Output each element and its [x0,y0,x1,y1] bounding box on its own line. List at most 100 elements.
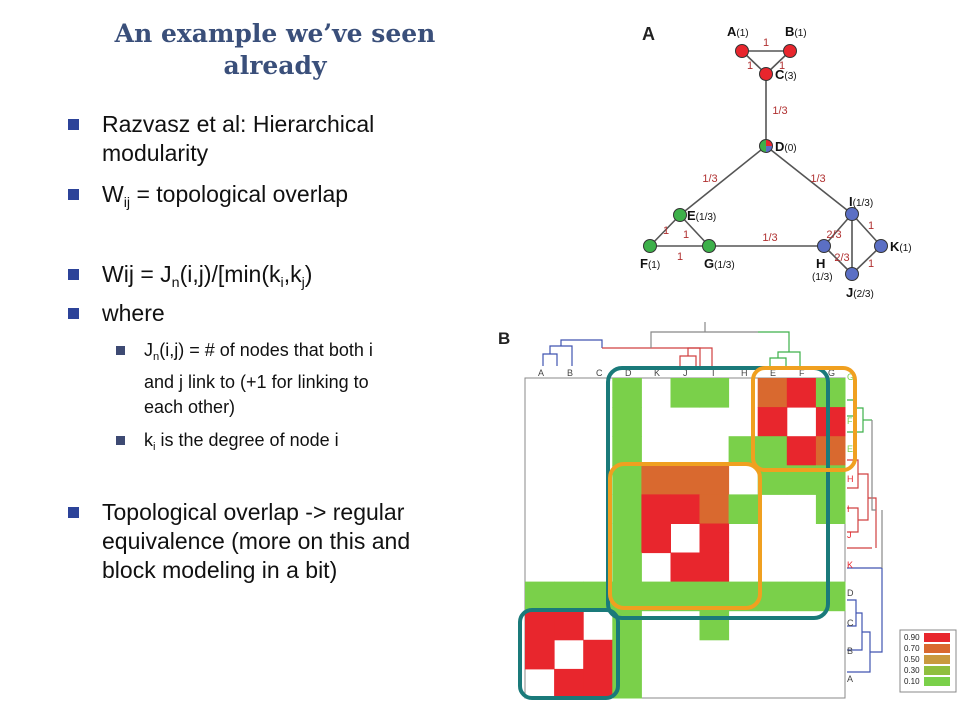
overlap-matrix-figure: B A B C D K J I H E F G [498,322,957,700]
matrix-cell [815,494,846,524]
sub-bullet-ki: ki is the degree of node i [116,428,339,460]
row-label: I [847,504,850,514]
edge-label: 1 [677,251,683,263]
right-axis-labels: G F E H I J K D C B A [847,372,854,684]
node-label-j: J(2/3) [846,285,874,300]
matrix-cell [728,494,759,524]
edge-label: 1 [868,258,874,270]
edge-h-i [823,213,853,247]
matrix-cell [612,552,642,583]
matrix-cell [786,436,817,466]
w-rest-text: = topological overlap [130,181,349,207]
row-label: F [847,416,853,426]
row-label: A [847,674,853,684]
jn-line2: and j link to (+1 for linking to [144,371,369,392]
legend-swatch [924,644,950,653]
node-a [735,44,749,58]
matrix-cell [641,494,671,524]
formula-part-c: ,k [283,261,302,287]
matrix-cell [786,378,817,408]
matrix-cell [554,581,584,612]
legend-swatch [924,666,950,675]
w-text: W [102,181,124,207]
bullet-w: Wij = topological overlap [66,180,348,218]
node-label-k: K(1) [890,239,912,254]
edge-i-k [851,213,882,247]
topo-line1: Topological overlap -> regular [102,499,405,525]
node-label-d: D(0) [775,139,797,154]
node-d [759,139,773,153]
matrix-cell [699,552,730,583]
legend-label: 0.10 [904,677,920,686]
edge-label: 1 [779,60,785,72]
jn-sub-n: n [153,350,160,363]
node-label-a: A(1) [727,24,749,39]
col-label: F [799,368,805,378]
ki-part-b: is the degree of node i [155,430,339,450]
row-label: G [847,372,854,382]
edge-label: 1/3 [762,232,777,244]
col-label: G [828,368,835,378]
edge-e-f [649,214,681,247]
row-label: J [847,530,852,540]
matrix-cell [612,494,642,524]
edge-label: 1 [763,37,769,49]
bullet-razvasz: Razvasz et al: Hierarchical modularity [66,110,374,168]
node-f [643,239,657,253]
node-b [783,44,797,58]
node-e [673,208,687,222]
matrix-cell [525,581,555,612]
matrix-cell [670,465,701,495]
row-label: C [847,618,854,628]
jn-part-a: J [144,340,153,360]
matrix-cell [525,639,555,670]
matrix-cell [815,436,846,466]
matrix-cell [641,523,671,554]
highlight-box-hijk [608,462,762,610]
matrix-cell [612,436,642,466]
legend-label: 0.50 [904,655,920,664]
bullet-topological: Topological overlap -> regular equivalen… [66,498,410,585]
col-label: C [596,368,603,378]
edge-e-g [679,214,710,247]
color-legend: 0.90 0.70 0.50 0.30 0.10 [899,629,957,693]
matrix-cell [670,552,701,583]
panel-b-label: B [498,329,510,348]
edge-label: 1/3 [772,105,787,117]
matrix-cell [815,378,846,408]
matrix-frame [524,377,846,699]
highlight-boxes [518,366,857,700]
matrix-cell [554,668,584,699]
legend-swatch [924,677,950,686]
row-label: D [847,588,854,598]
ki-part-a: k [144,430,153,450]
edge-labels: 1 1 1 1/3 1/3 1/3 1 1 1 1/3 2/3 1 2/3 1 [663,37,874,270]
edge-label: 2/3 [834,252,849,264]
col-label: E [770,368,776,378]
col-label: A [538,368,544,378]
topo-line3: block modeling in a bit) [102,557,338,583]
matrix-cell [786,581,817,612]
top-dendrogram [542,322,801,366]
node-g [702,239,716,253]
matrix-cell [525,610,555,641]
matrix-cell [583,639,613,670]
panel-a-label: A [642,24,655,44]
node-labels: A(1) B(1) C(3) D(0) E(1/3) F(1) G(1/3) H… [640,24,912,300]
title-line-1: An example we’ve seen [114,19,436,48]
formula-sub-n: n [171,274,180,291]
matrix-cell [757,378,788,408]
bullet-formula: Wij = Jn(i,j)/[min(ki,kj) [66,260,312,298]
bullet-where: where [66,299,165,328]
edge-label: 2/3 [826,229,841,241]
matrix-cell [815,581,846,612]
matrix-cell [612,465,642,495]
ki-sub-i: i [153,440,156,453]
node-value-h: (1/3) [812,272,833,283]
matrix-cell [554,610,584,641]
jn-line1: Jn(i,j) = # of nodes that both i [144,338,373,370]
legend-label: 0.70 [904,644,920,653]
row-label: B [847,646,853,656]
formula-part-a: Wij = J [102,261,172,287]
formula-sub-j: j [301,274,305,291]
